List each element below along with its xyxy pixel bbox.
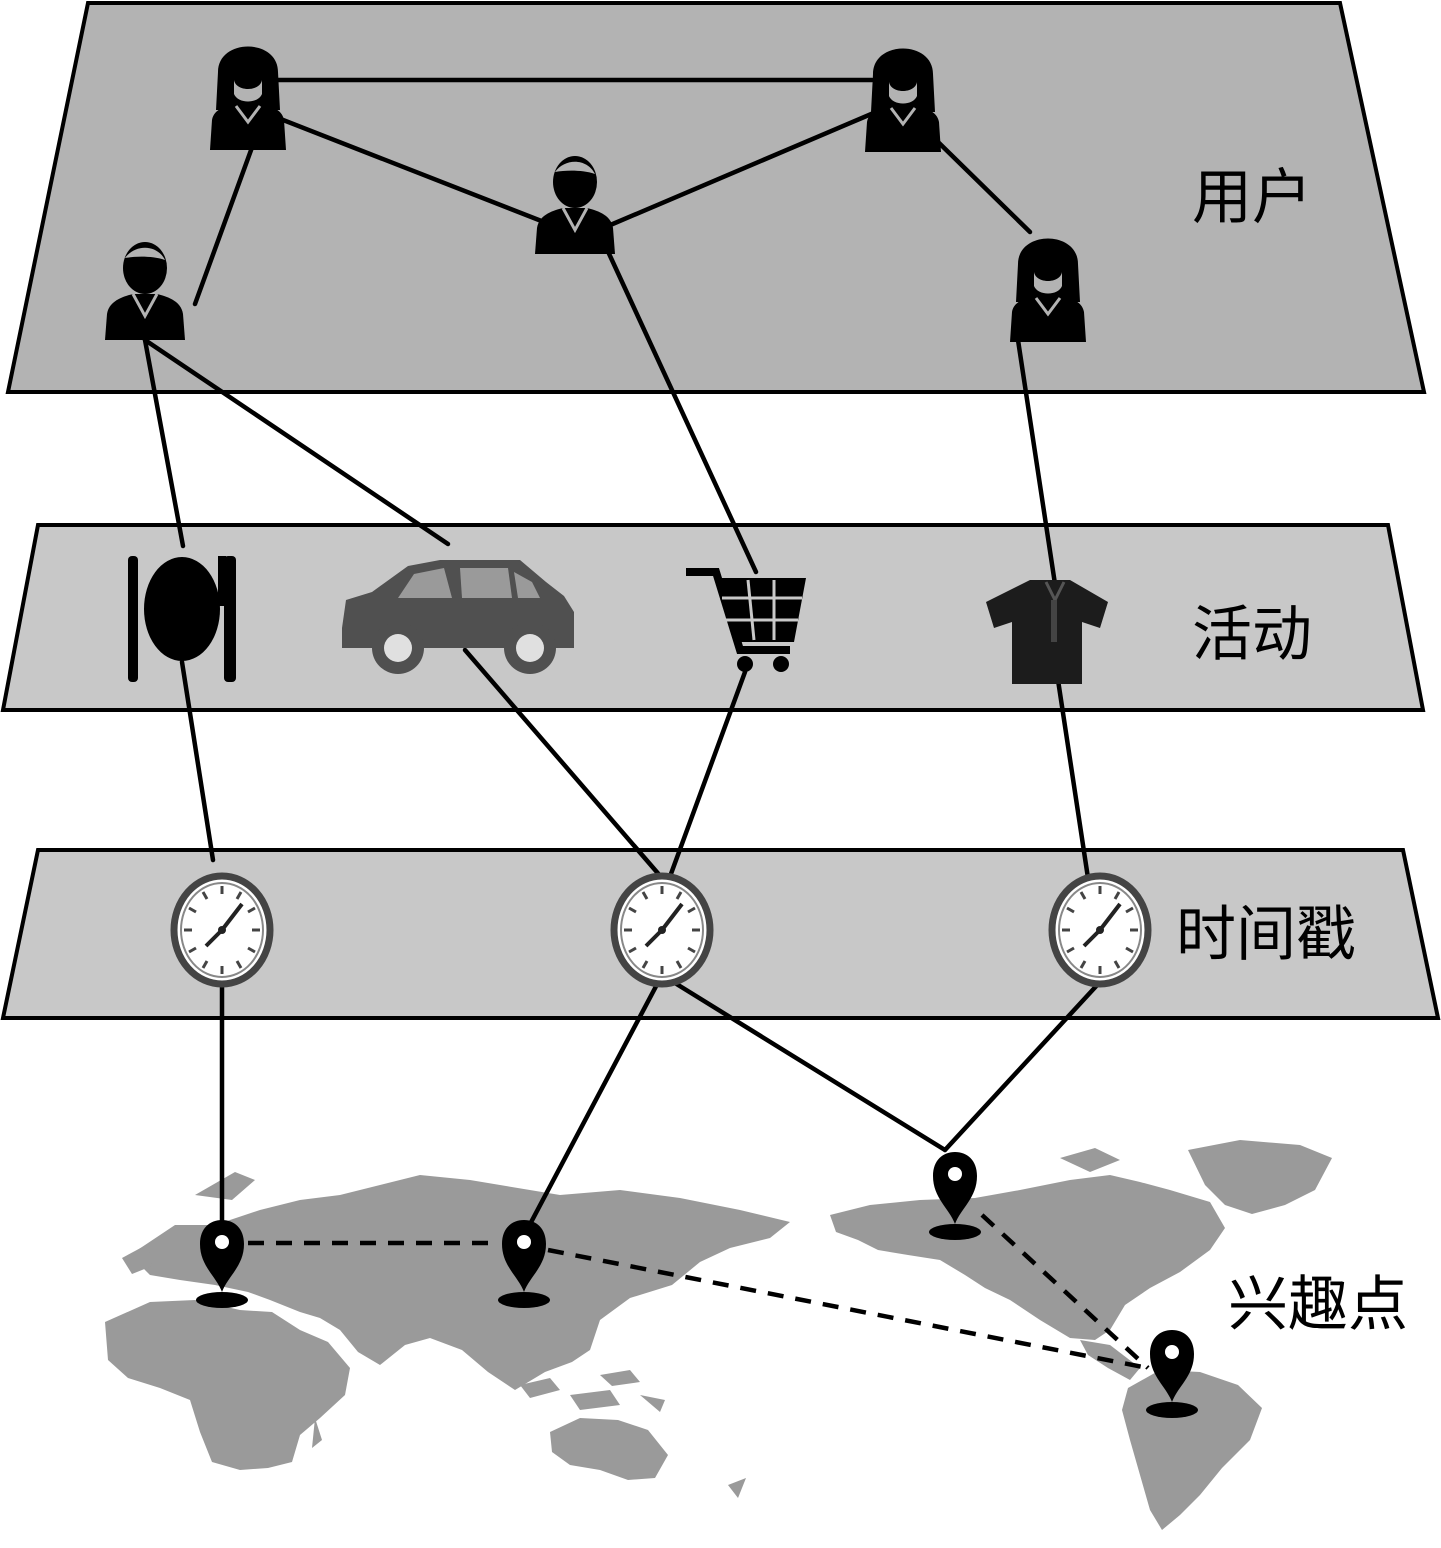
female-user-icon bbox=[863, 47, 943, 154]
timestamps-layer-label: 时间戳 bbox=[1176, 900, 1356, 970]
activity-nodes bbox=[128, 556, 1108, 684]
shirt-icon bbox=[986, 580, 1108, 684]
users-layer-label: 用户 bbox=[1192, 163, 1312, 233]
clock-icon bbox=[614, 876, 710, 984]
map-pin-icon bbox=[929, 1152, 981, 1240]
world-map bbox=[105, 1140, 1332, 1530]
car-icon bbox=[342, 560, 574, 674]
pois-layer-label: 兴趣点 bbox=[1228, 1270, 1408, 1340]
clock-icon bbox=[1052, 876, 1148, 984]
female-user-icon bbox=[1008, 237, 1088, 344]
clock-icon bbox=[174, 876, 270, 984]
dining-icon bbox=[128, 556, 236, 682]
edges bbox=[142, 77, 1150, 1371]
shopping-cart-icon bbox=[686, 568, 806, 672]
activities-layer-label: 活动 bbox=[1192, 600, 1312, 670]
female-user-icon bbox=[208, 45, 288, 152]
